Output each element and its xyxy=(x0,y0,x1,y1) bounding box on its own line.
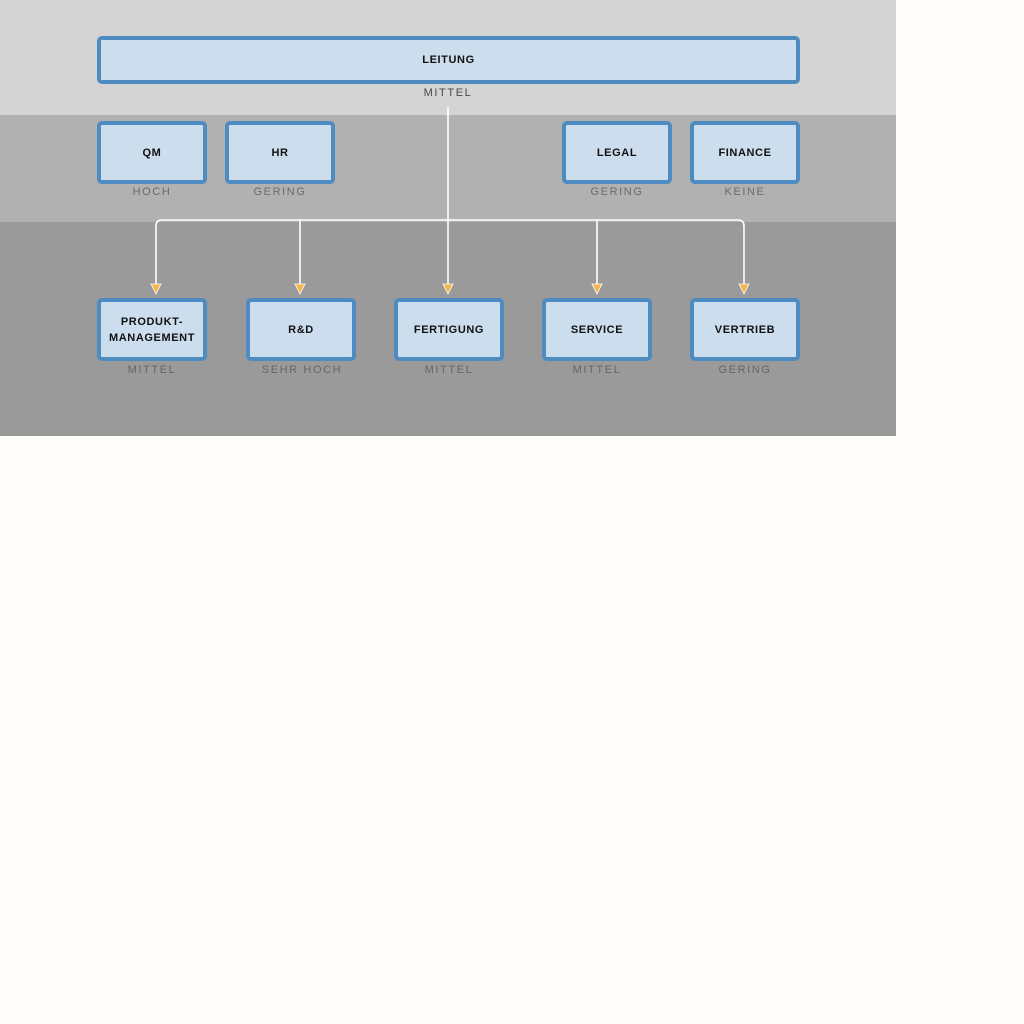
org-chart-diagram: LEITUNG MITTEL QM HOCH HR GERING LEGAL G… xyxy=(0,0,896,436)
node-legal: LEGAL xyxy=(562,121,672,184)
level-hr: GERING xyxy=(253,186,307,198)
level-finance: KEINE xyxy=(724,186,766,198)
node-finance: FINANCE xyxy=(690,121,800,184)
level-rnd: SEHR HOCH xyxy=(261,364,343,376)
connector-bus xyxy=(155,219,745,292)
level-legal: GERING xyxy=(590,186,644,198)
node-service: SERVICE xyxy=(542,298,652,361)
node-vertrieb: VERTRIEB xyxy=(690,298,800,361)
connector-lines xyxy=(150,107,750,295)
node-qm: QM xyxy=(97,121,207,184)
arrowhead-produktmanagement xyxy=(150,283,162,295)
node-rnd: R&D xyxy=(246,298,356,361)
arrowhead-fertigung xyxy=(442,283,454,295)
level-leitung: MITTEL xyxy=(423,87,473,99)
level-service: MITTEL xyxy=(572,364,622,376)
level-produktmanagement: MITTEL xyxy=(127,364,177,376)
node-leitung: LEITUNG xyxy=(97,36,800,84)
arrowhead-service xyxy=(591,283,603,295)
node-fertigung: FERTIGUNG xyxy=(394,298,504,361)
level-vertrieb: GERING xyxy=(718,364,772,376)
arrowhead-rnd xyxy=(294,283,306,295)
node-hr: HR xyxy=(225,121,335,184)
arrowhead-vertrieb xyxy=(738,283,750,295)
level-fertigung: MITTEL xyxy=(424,364,474,376)
level-qm: HOCH xyxy=(132,186,172,198)
node-produktmanagement: PRODUKT- MANAGEMENT xyxy=(97,298,207,361)
